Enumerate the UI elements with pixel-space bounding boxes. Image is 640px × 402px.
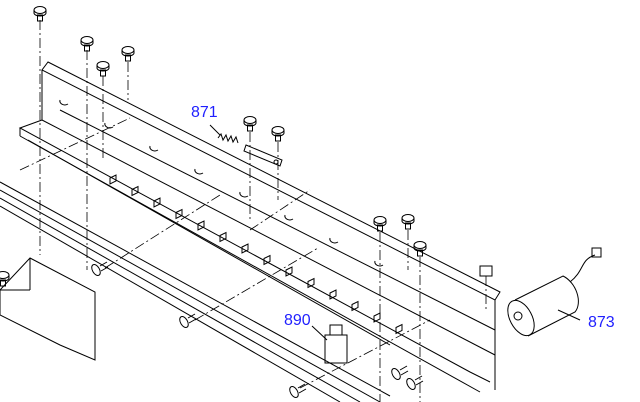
switch-890[interactable] [311, 324, 348, 364]
screw-icon [80, 36, 94, 52]
frame-slot [239, 191, 249, 198]
screw-icon [406, 375, 424, 390]
screw-icon [401, 214, 415, 230]
clip [479, 265, 493, 312]
frame-slot [329, 237, 339, 244]
screw-icon [0, 271, 10, 287]
left-bracket [0, 257, 96, 361]
screw-icon [413, 241, 427, 257]
frame-slot [194, 168, 204, 175]
screw-icon [373, 216, 387, 232]
screw-icon [289, 383, 307, 398]
screws [0, 6, 427, 398]
frame-slot [59, 99, 69, 106]
frame-slot [219, 231, 227, 243]
frame-slot [395, 323, 403, 335]
main-frame [18, 61, 501, 393]
frame-slot [241, 243, 249, 254]
screw-icon [243, 116, 257, 132]
frame-slot [175, 208, 183, 220]
screw-icon [391, 365, 409, 380]
screw-icon [271, 126, 285, 142]
frame-slot [104, 122, 114, 129]
assembly-axes [19, 20, 431, 402]
screw-icon [121, 46, 135, 62]
frame-slot [153, 197, 161, 208]
frame-slot [307, 277, 315, 289]
frame-slot [197, 220, 205, 231]
callout-871[interactable]: 871 [191, 104, 218, 121]
spring-871[interactable] [209, 124, 239, 144]
frame-slot [149, 145, 159, 152]
frame-slot [131, 185, 139, 197]
frame-slot [351, 300, 359, 312]
lever-plate [243, 144, 283, 167]
frame-slot [374, 260, 384, 267]
frame-slots [59, 99, 403, 335]
callout-890[interactable]: 890 [284, 312, 311, 329]
frame-slot [263, 254, 271, 266]
frame-slot [284, 214, 294, 221]
frame-slot [285, 266, 293, 277]
motor-873[interactable] [502, 247, 602, 340]
screw-icon [96, 61, 110, 77]
screw-icon [179, 313, 197, 328]
screw-icon [91, 261, 109, 276]
screw-icon [33, 6, 47, 22]
frame-slot [329, 289, 337, 300]
callout-873[interactable]: 873 [588, 314, 615, 331]
frame-slot [109, 174, 117, 185]
